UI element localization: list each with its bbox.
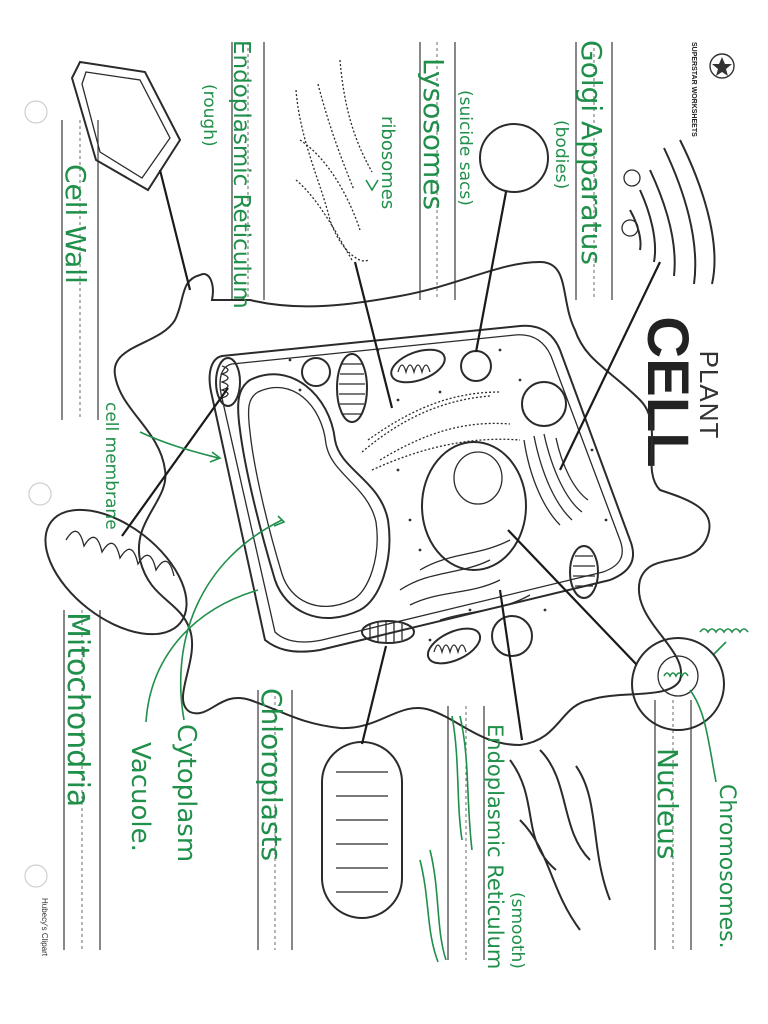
vesicle — [521, 381, 567, 427]
label-nucleus: Nucleus — [651, 748, 684, 859]
label-chloroplasts: Chloroplasts — [255, 688, 288, 861]
label-golgi-apparatus: Golgi Apparatus — [575, 40, 608, 265]
clipart-credit: Hubecy's Clipart — [40, 898, 49, 957]
label-cytoplasm: Cytoplasm — [171, 724, 201, 862]
binder-hole-middle — [28, 482, 52, 506]
mitochondrion-drawing — [44, 508, 188, 636]
vacuole-inner — [247, 386, 378, 608]
label-lysosomes-note: (suicide sacs) — [455, 90, 475, 206]
label-er-rough: Endoplasmic Reticulum — [228, 40, 254, 309]
binder-hole-top — [24, 100, 48, 124]
cell-membrane-inner — [219, 334, 623, 643]
chromosome-sketch — [699, 628, 749, 655]
nucleus-drawing — [631, 637, 725, 731]
nucleolus — [453, 451, 503, 505]
label-cell-wall: Cell Wall — [59, 164, 92, 284]
label-lysosomes: Lysosomes — [417, 58, 450, 210]
cell-wall-fragment-drawing — [70, 60, 182, 192]
nucleus — [421, 441, 527, 571]
lysosome — [460, 350, 492, 382]
label-ribosomes: ribosomes — [377, 116, 398, 209]
smooth-er-drawing — [509, 749, 611, 931]
label-vacuole: Vacuole. — [125, 742, 155, 852]
title-plant: PLANT — [694, 351, 724, 440]
star-icon — [712, 57, 732, 76]
cell-wall — [113, 260, 711, 747]
worksheet-title: PLANT CELL — [635, 316, 724, 467]
label-er-smooth-note: (smooth) — [507, 892, 527, 969]
vesicle — [301, 357, 331, 387]
lysosome-drawing — [479, 123, 549, 193]
mitochondrion-small — [426, 627, 482, 665]
chloroplast-drawing — [321, 741, 403, 919]
crossed-out-writing — [419, 715, 473, 963]
ribosome-dots — [288, 348, 608, 642]
publisher-logo-text: SUPERSTAR WORKSHEETS — [690, 42, 697, 137]
cell-membrane — [208, 324, 635, 653]
chloroplast-small — [336, 353, 368, 423]
golgi-drawing — [621, 139, 716, 285]
label-golgi-note: (bodies) — [551, 120, 571, 189]
chloroplast-small — [569, 545, 599, 599]
label-er-rough-note: (rough) — [199, 84, 219, 147]
publisher-logo: SUPERSTAR WORKSHEETS — [690, 42, 735, 137]
label-mitochondria: Mitochondria — [60, 612, 95, 807]
vesicle — [491, 615, 533, 657]
rough-er-in-cell — [361, 391, 521, 471]
handwritten-arrows — [139, 179, 717, 783]
smooth-er-in-cell — [399, 539, 531, 621]
handwritten-labels: Golgi Apparatus (bodies) Lysosomes (suic… — [59, 40, 739, 969]
label-er-smooth: Endoplasmic Reticulum — [483, 724, 507, 969]
vacuole — [237, 373, 391, 620]
leader-lines — [121, 169, 661, 745]
golgi-in-cell — [523, 433, 589, 526]
chloroplast-small — [361, 620, 415, 644]
mitochondrion-small — [390, 348, 446, 384]
star-badge-icon — [709, 53, 735, 79]
title-cell: CELL — [635, 316, 700, 467]
binder-hole-bottom — [24, 864, 48, 888]
label-chromosomes: Chromosomes. — [714, 784, 739, 949]
rough-er-drawing — [295, 59, 373, 262]
label-cell-membrane: cell membrane — [101, 402, 121, 530]
mitochondrion-small — [215, 357, 241, 407]
